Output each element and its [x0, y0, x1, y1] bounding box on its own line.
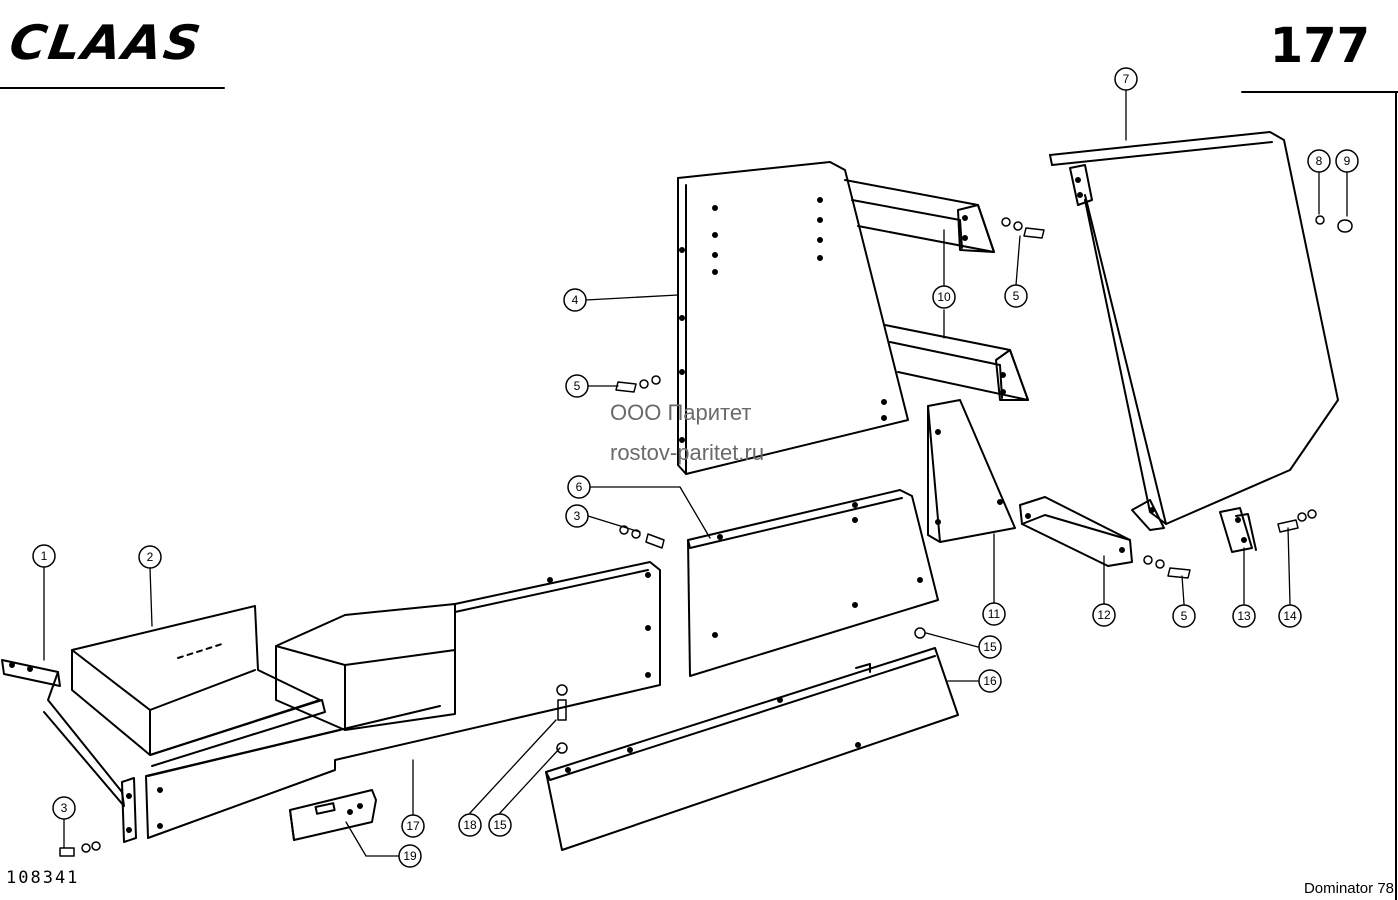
callout-17: 17	[406, 819, 420, 833]
callout-18: 18	[463, 818, 477, 832]
callout-15-upper: 15	[983, 640, 997, 654]
part-13-bracket	[1219, 507, 1257, 553]
watermark-company: ООО Паритет	[610, 400, 752, 425]
part-10-upper-channel	[844, 179, 995, 253]
callout-1: 1	[41, 549, 48, 563]
callout-markers	[32, 67, 1359, 868]
hardware-fasteners	[59, 215, 1353, 857]
document-code: 108341	[6, 868, 80, 888]
callout-19: 19	[403, 849, 417, 863]
part-11-gusset	[927, 399, 1016, 543]
part-6-plate	[687, 489, 939, 677]
leader-lines	[43, 89, 1348, 857]
callout-12: 12	[1097, 608, 1111, 622]
part-19-support	[289, 789, 377, 841]
part-2-tray	[71, 605, 326, 767]
callout-16: 16	[983, 674, 997, 688]
callout-11: 11	[988, 607, 1001, 621]
callout-2: 2	[147, 550, 154, 564]
model-name: Dominator 78	[1303, 880, 1394, 897]
callout-10: 10	[937, 290, 951, 304]
callout-5-left: 5	[574, 379, 581, 393]
callout-5-upper: 5	[1013, 289, 1020, 303]
part-10-lower-channel	[884, 324, 1029, 401]
callout-3-middle: 3	[574, 509, 581, 523]
callout-6: 6	[576, 480, 583, 494]
watermark-url: rostov-paritet.ru	[610, 440, 765, 465]
part-7-cover	[1049, 131, 1339, 531]
part-16-plate	[545, 647, 959, 851]
callout-15-lower: 15	[493, 818, 507, 832]
callout-3-bottom: 3	[61, 801, 68, 815]
part-4-panel	[677, 161, 909, 475]
callout-5-right: 5	[1181, 609, 1188, 623]
part-12-channel	[1019, 496, 1133, 567]
callout-14: 14	[1283, 609, 1297, 623]
callout-9: 9	[1344, 154, 1351, 168]
page-number: 177	[1269, 18, 1370, 74]
callout-7: 7	[1123, 72, 1130, 86]
callout-4: 4	[572, 293, 579, 307]
part-1-bracket	[1, 659, 137, 843]
callout-8: 8	[1316, 154, 1323, 168]
callout-13: 13	[1237, 609, 1251, 623]
part-17-channel	[145, 561, 661, 839]
